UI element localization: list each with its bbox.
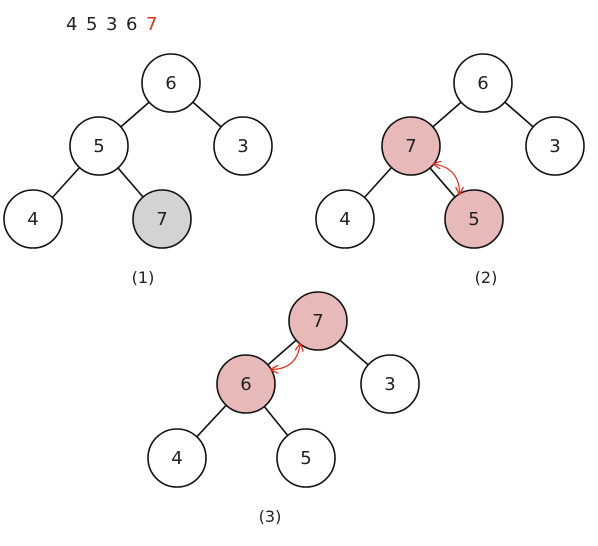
- node-label: 7: [312, 311, 323, 332]
- step-caption: (2): [475, 268, 498, 287]
- node-circle: [315, 189, 375, 249]
- tree-node-left-right: 7: [132, 189, 192, 249]
- tree-edge: [339, 339, 369, 366]
- swap-arrow: [434, 164, 459, 193]
- heap-tree-step-1: 6 5 3 4 7 (1): [3, 53, 273, 287]
- node-label: 3: [384, 374, 395, 395]
- node-label: 3: [549, 136, 560, 157]
- tree-edge: [192, 101, 222, 128]
- tree-node-root: 6: [141, 53, 201, 113]
- node-circle: [360, 354, 420, 414]
- tree-node-root: 6: [453, 53, 513, 113]
- sequence-item-0: 4: [66, 14, 77, 35]
- tree-edge: [51, 166, 81, 199]
- node-label: 6: [477, 73, 488, 94]
- tree-node-left: 7: [381, 116, 441, 176]
- tree-node-left: 6: [216, 354, 276, 414]
- tree-node-left-left: 4: [315, 189, 375, 249]
- node-circle: [69, 116, 129, 176]
- node-circle: [453, 53, 513, 113]
- heap-tree-step-2: 6 7 3 4 5 (2): [315, 53, 585, 287]
- node-circle: [276, 428, 336, 488]
- tree-node-left-left: 4: [147, 428, 207, 488]
- node-label: 7: [405, 136, 416, 157]
- swap-arrow: [272, 345, 300, 370]
- tree-node-right: 3: [525, 116, 585, 176]
- tree-node-left: 5: [69, 116, 129, 176]
- node-label: 7: [156, 209, 167, 230]
- node-label: 4: [339, 209, 350, 230]
- tree-edge: [120, 101, 150, 128]
- node-circle: [444, 189, 504, 249]
- node-circle: [3, 189, 63, 249]
- tree-node-left-left: 4: [3, 189, 63, 249]
- tree-node-left-right: 5: [444, 189, 504, 249]
- sequence-item-2: 3: [106, 14, 117, 35]
- node-label: 6: [240, 374, 251, 395]
- node-label: 5: [300, 448, 311, 469]
- node-label: 4: [171, 448, 182, 469]
- node-circle: [132, 189, 192, 249]
- node-circle: [141, 53, 201, 113]
- step-caption: (1): [132, 268, 155, 287]
- heap-tree-step-3: 7 6 3 4 5 (3): [147, 291, 420, 526]
- tree-edge: [117, 167, 144, 198]
- sequence-item-4: 7: [146, 14, 157, 35]
- sequence-item-1: 5: [86, 14, 97, 35]
- node-label: 5: [93, 136, 104, 157]
- tree-node-right: 3: [213, 116, 273, 176]
- node-label: 4: [27, 209, 38, 230]
- node-label: 6: [165, 73, 176, 94]
- tree-edge: [263, 406, 289, 436]
- tree-edge: [267, 339, 297, 366]
- tree-edge: [363, 166, 393, 199]
- tree-edge: [432, 101, 462, 128]
- node-label: 5: [468, 209, 479, 230]
- node-circle: [147, 428, 207, 488]
- tree-node-left-right: 5: [276, 428, 336, 488]
- node-circle: [213, 116, 273, 176]
- tree-edge: [504, 101, 534, 128]
- tree-node-root: 7: [288, 291, 348, 351]
- node-circle: [288, 291, 348, 351]
- node-circle: [216, 354, 276, 414]
- node-circle: [525, 116, 585, 176]
- node-label: 3: [237, 136, 248, 157]
- tree-edge: [196, 404, 227, 438]
- node-circle: [381, 116, 441, 176]
- tree-node-right: 3: [360, 354, 420, 414]
- sequence-item-3: 6: [126, 14, 137, 35]
- step-caption: (3): [259, 507, 282, 526]
